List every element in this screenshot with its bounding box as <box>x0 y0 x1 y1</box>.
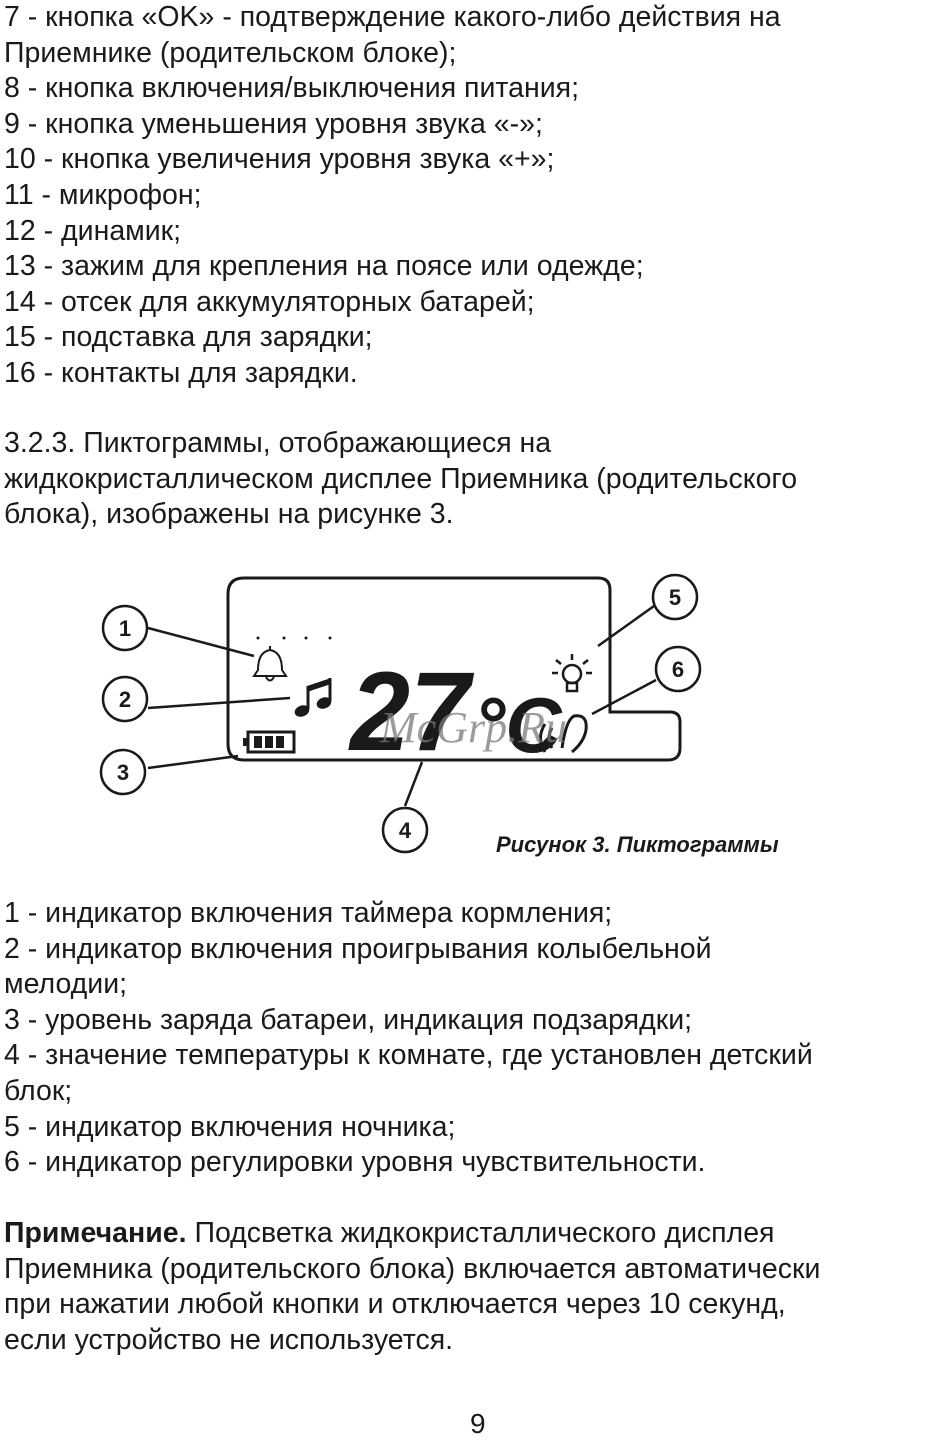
leader-line-1 <box>147 626 255 658</box>
list-line: 15 - подставка для зарядки; <box>4 321 373 354</box>
note-line: Приемника (родительского блока) включает… <box>4 1252 821 1285</box>
leader-line-3 <box>147 754 239 770</box>
bulb-icon <box>552 654 592 693</box>
list-line: 1 - индикатор включения таймера кормлени… <box>4 897 613 929</box>
note-text: Подсветка жидкокристаллического дисплея <box>186 1217 775 1249</box>
bell-icon <box>252 646 288 682</box>
paragraph-line: 3.2.3. Пиктограммы, отображающиеся на <box>4 427 552 459</box>
note-label: Примечание. <box>4 1217 187 1249</box>
list-line: 9 - кнопка уменьшения уровня звука «-»; <box>4 107 543 140</box>
paragraph-line: блока), изображены на рисунке 3. <box>4 498 454 531</box>
callout-6-number: 6 <box>672 657 684 682</box>
callout-5-number: 5 <box>669 585 681 610</box>
callout-6: 6 <box>654 645 702 693</box>
sensitivity-icon <box>539 714 588 754</box>
watermark-text: McGrp.Ru <box>379 703 567 752</box>
list-line: 10 - кнопка увеличения уровня звука «+»; <box>4 143 555 176</box>
pictogram-legend-list: 1 - индикатор включения таймера кормлени… <box>4 896 948 1181</box>
leader-line-5 <box>597 604 655 648</box>
list-line: 5 - индикатор включения ночника; <box>4 1110 456 1143</box>
paragraph-line: жидкокристаллическом дисплее Приемника (… <box>4 462 798 495</box>
list-line: 2 - индикатор включения проигрывания кол… <box>4 932 712 965</box>
component-list-continued: 7 - кнопка «OK» - подтверждение какого-л… <box>4 0 948 392</box>
list-line: 8 - кнопка включения/выключения питания; <box>4 72 579 105</box>
list-line: 4 - значение температуры к комнате, где … <box>4 1039 813 1072</box>
list-line: мелодии; <box>4 968 128 1001</box>
callout-4: 4 <box>381 806 429 854</box>
figure-caption: Рисунок 3. Пиктограммы <box>496 832 779 857</box>
callout-3: 3 <box>99 748 147 796</box>
callout-3-number: 3 <box>117 760 129 785</box>
callout-1: 1 <box>101 604 149 652</box>
list-line: 6 - индикатор регулировки уровня чувстви… <box>4 1146 706 1179</box>
battery-icon <box>243 730 296 754</box>
list-line: 3 - уровень заряда батареи, индикация по… <box>4 1003 693 1036</box>
leader-lines <box>147 604 657 807</box>
temperature-unit: °C <box>474 681 563 769</box>
callout-4-number: 4 <box>399 818 412 843</box>
list-line: 11 - микрофон; <box>4 178 202 211</box>
timer-dots-icon <box>256 636 332 640</box>
leader-line-6 <box>591 678 657 716</box>
note-line: при нажатии любой кнопки и отключается ч… <box>4 1288 786 1321</box>
callout-2: 2 <box>101 675 149 723</box>
leader-line-2 <box>147 696 291 710</box>
list-line: 14 - отсек для аккумуляторных батарей; <box>4 285 535 318</box>
callout-5: 5 <box>651 573 699 621</box>
list-line: Приемнике (родительском блоке); <box>4 36 457 69</box>
list-line: блок; <box>4 1074 73 1107</box>
list-line: 7 - кнопка «OK» - подтверждение какого-л… <box>4 1 781 33</box>
list-line: 16 - контакты для зарядки. <box>4 356 358 389</box>
note-paragraph: Примечание. Подсветка жидкокристаллическ… <box>4 1216 948 1358</box>
temperature-digits: 27 <box>348 649 474 774</box>
callout-1-number: 1 <box>119 616 131 641</box>
list-line: 12 - динамик; <box>4 214 182 247</box>
music-note-icon <box>294 678 332 717</box>
note-line: если устройство не используется. <box>4 1323 454 1356</box>
figure-3-pictograms: 27 °C McGrp.Ru 1 2 3 <box>99 573 779 857</box>
lcd-display-outline <box>226 576 682 762</box>
section-3-2-3-paragraph: 3.2.3. Пиктограммы, отображающиеся на жи… <box>4 426 948 533</box>
leader-line-4 <box>403 761 424 807</box>
callout-2-number: 2 <box>119 687 131 712</box>
page-number: 9 <box>470 1408 486 1439</box>
list-line: 13 - зажим для крепления на поясе или од… <box>4 250 644 283</box>
note-first-line: Примечание. Подсветка жидкокристаллическ… <box>4 1216 948 1252</box>
